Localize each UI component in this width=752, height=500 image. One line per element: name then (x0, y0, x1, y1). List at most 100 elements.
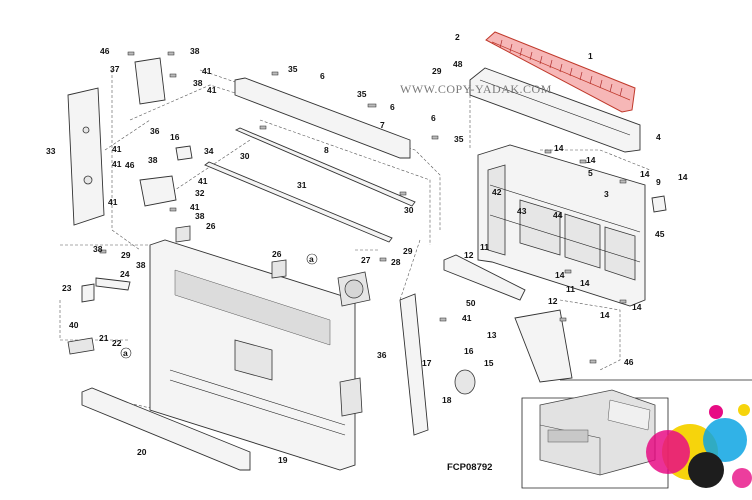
callout-12: 12 (464, 250, 474, 260)
callout-14: 14 (678, 172, 688, 182)
part-20-bottom-bar (81, 387, 251, 471)
part-9-latch (651, 195, 667, 213)
part-21-22-sensor (67, 337, 95, 355)
part-26-plates (175, 225, 287, 279)
callout-41: 41 (202, 66, 212, 76)
screws (99, 51, 627, 364)
callout-14: 14 (555, 270, 565, 280)
callout-41: 41 (207, 85, 217, 95)
callout-35: 35 (288, 64, 298, 74)
callout-50: 50 (466, 298, 476, 308)
callout-37: 37 (110, 64, 120, 74)
cmyk-logo (646, 404, 752, 488)
callout-38: 38 (193, 78, 203, 88)
callout-27: 27 (361, 255, 371, 265)
part-8-shaft (234, 127, 416, 207)
callout-14: 14 (554, 143, 564, 153)
callout-46: 46 (100, 46, 110, 56)
part-32-bracket (139, 175, 177, 207)
callout-6: 6 (320, 71, 325, 81)
callout-24: 24 (120, 269, 130, 279)
callout-11: 11 (480, 242, 489, 252)
callout-41: 41 (190, 202, 200, 212)
part-45-rear-frame (477, 144, 646, 307)
callout-38: 38 (136, 260, 146, 270)
callout-48: 48 (453, 59, 463, 69)
callout-38: 38 (195, 211, 205, 221)
callout-36: 36 (150, 126, 160, 136)
callout-40: 40 (69, 320, 79, 330)
part-13-side-bracket (514, 309, 573, 383)
callout-5: 5 (588, 168, 593, 178)
part-1-upper-guide-highlighted (485, 31, 636, 113)
callout-34: 34 (204, 146, 214, 156)
callout-15: 15 (484, 358, 494, 368)
callout-26: 26 (206, 221, 216, 231)
part-37-upper-bracket (134, 57, 166, 105)
callout-13: 13 (487, 330, 497, 340)
callout-3: 3 (604, 189, 609, 199)
part-4-bracket-plate (469, 67, 641, 153)
callout-45: 45 (655, 229, 665, 239)
callout-a: a (309, 254, 314, 264)
callout-11: 11 (566, 284, 575, 294)
callout-26: 26 (272, 249, 282, 259)
figure-code: FCP08792 (447, 462, 492, 473)
callout-41: 41 (198, 176, 208, 186)
part-7-top-rail (234, 77, 411, 159)
callout-14: 14 (640, 169, 650, 179)
part-19-front-cover (149, 239, 363, 471)
callout-35: 35 (454, 134, 464, 144)
callout-35: 35 (357, 89, 367, 99)
part-15-knob (454, 369, 476, 395)
callout-19: 19 (278, 455, 288, 465)
callout-41: 41 (112, 144, 122, 154)
part-33-left-side-frame (67, 87, 105, 226)
callout-46: 46 (624, 357, 634, 367)
callout-labels: 46 38 37 41 38 41 35 6 35 6 7 6 35 2 48 … (46, 32, 688, 465)
part-16-clip (175, 145, 193, 161)
callout-38: 38 (93, 244, 103, 254)
callout-16: 16 (170, 132, 180, 142)
callout-14: 14 (600, 310, 610, 320)
callout-29: 29 (432, 66, 442, 76)
callout-4: 4 (656, 132, 661, 142)
callout-42: 42 (492, 187, 502, 197)
callout-6: 6 (390, 102, 395, 112)
callout-41: 41 (112, 159, 122, 169)
callout-14: 14 (632, 302, 642, 312)
part-31-shaft (204, 161, 393, 243)
callout-21: 21 (99, 333, 109, 343)
callout-23: 23 (62, 283, 72, 293)
callout-30: 30 (404, 205, 414, 215)
callout-29: 29 (403, 246, 413, 256)
callout-6: 6 (431, 113, 436, 123)
callout-8: 8 (324, 145, 329, 155)
callout-22: 22 (112, 338, 122, 348)
callout-29: 29 (121, 250, 131, 260)
callout-43: 43 (517, 206, 527, 216)
callout-1: 1 (588, 51, 593, 61)
callout-38: 38 (190, 46, 200, 56)
callout-circle-a (120, 347, 132, 359)
callout-31: 31 (297, 180, 307, 190)
watermark-text: WWW.COPY-YADAK.COM (400, 82, 552, 96)
callout-circle-a (306, 253, 318, 265)
callout-14: 14 (586, 155, 596, 165)
callout-28: 28 (391, 257, 401, 267)
callout-33: 33 (46, 146, 56, 156)
callout-9: 9 (656, 177, 661, 187)
callout-46: 46 (125, 160, 135, 170)
part-50-guide (443, 254, 526, 301)
callout-41: 41 (108, 197, 118, 207)
callout-38: 38 (148, 155, 158, 165)
callout-16: 16 (464, 346, 474, 356)
callout-36: 36 (377, 350, 387, 360)
product-inset (521, 379, 752, 489)
callout-12: 12 (548, 296, 558, 306)
callout-32: 32 (195, 188, 205, 198)
callout-2: 2 (455, 32, 460, 42)
callout-18: 18 (442, 395, 452, 405)
callout-30: 30 (240, 151, 250, 161)
